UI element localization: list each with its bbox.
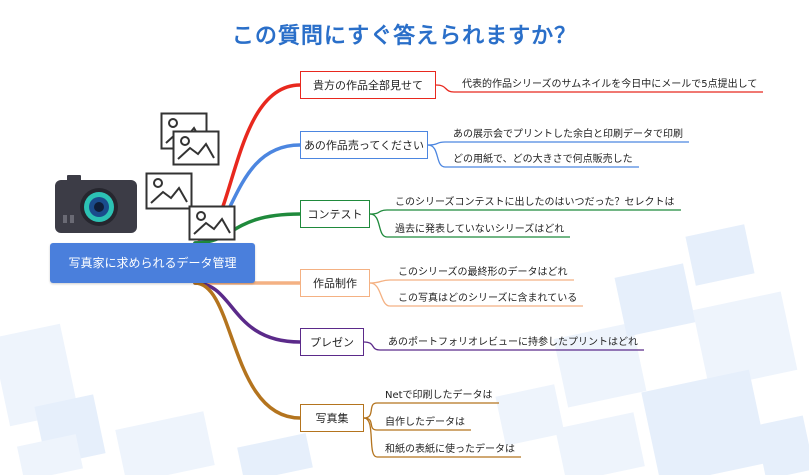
leaf-connector <box>363 341 644 351</box>
leaf-text: 過去に発表していないシリーズはどれ <box>395 224 565 235</box>
branch-node: プレゼン <box>300 328 364 356</box>
leaf-text: この写真はどのシリーズに含まれている <box>398 293 578 304</box>
leaf-connector <box>427 144 639 168</box>
leaf-text: 代表的作品シリーズのサムネイルを今日中にメールで5点提出して <box>462 79 758 90</box>
leaf-text: あのポートフォリオレビューに持参したプリントはどれ <box>388 337 638 348</box>
page-title: この質問にすぐ答えられますか？ <box>231 24 578 49</box>
branch-connector <box>193 281 302 420</box>
image-icon <box>145 172 193 210</box>
leaf-text: このシリーズコンテストに出したのはいつだった？セレクトは <box>395 197 675 208</box>
leaf-connector <box>363 417 521 458</box>
leaf-connector <box>369 209 681 215</box>
leaf-text: どの用紙で、どの大きさで何点販売した <box>453 154 633 165</box>
image-icon <box>172 130 220 166</box>
leaf-text: 和紙の表紙に使ったデータは <box>385 444 515 455</box>
branch-connector <box>193 281 302 344</box>
central-topic: 写真家に求められるデータ管理 <box>50 243 255 283</box>
branch-node: 作品制作 <box>300 269 370 297</box>
branch-node: あの作品売ってください <box>300 131 428 159</box>
branch-node: 写真集 <box>300 404 364 432</box>
branch-node: 貴方の作品全部見せて <box>300 71 436 99</box>
leaf-text: あの展示会でプリントした余白と印刷データで印刷 <box>453 129 683 140</box>
leaf-connector <box>369 279 574 284</box>
leaf-connector <box>427 141 689 146</box>
leaf-connector <box>369 213 570 238</box>
branch-node: コンテスト <box>300 200 370 228</box>
branch-connector <box>193 212 302 245</box>
image-icon <box>188 205 236 241</box>
camera-icon <box>55 175 137 233</box>
leaf-connector <box>363 402 499 419</box>
leaf-text: 自作したデータは <box>385 417 465 428</box>
leaf-text: このシリーズの最終形のデータはどれ <box>398 267 568 278</box>
leaf-text: Netで印刷したデータは <box>385 390 493 401</box>
leaf-connector <box>435 84 763 93</box>
leaf-connector <box>369 282 583 307</box>
